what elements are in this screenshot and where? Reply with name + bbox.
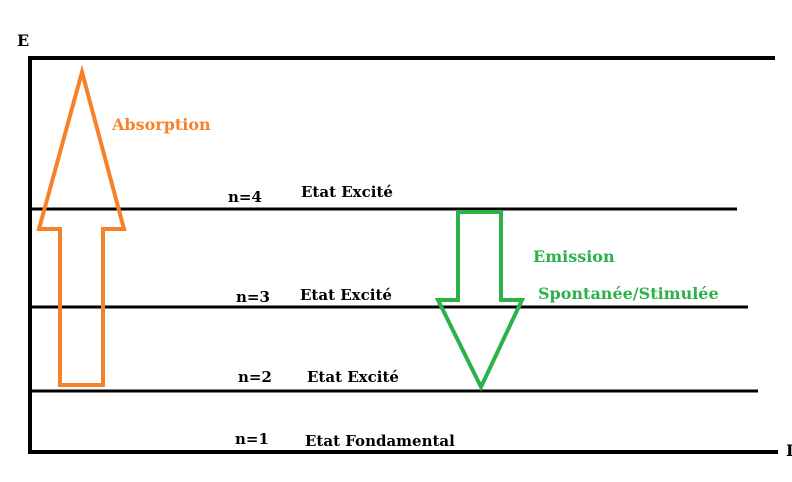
absorption-label: Absorption: [111, 115, 211, 134]
emission-type-label: Spontanée/Stimulée: [538, 284, 719, 303]
level-n4-state: Etat Excité: [301, 183, 393, 201]
level-n1-state: Etat Fondamental: [305, 432, 455, 450]
level-n2-number: n=2: [238, 368, 272, 386]
emission-label: Emission: [533, 247, 615, 266]
level-n3-number: n=3: [236, 288, 270, 306]
x-axis-label: I: [786, 441, 792, 460]
level-n3-state: Etat Excité: [300, 286, 392, 304]
level-n1-number: n=1: [235, 430, 269, 448]
absorption-arrow: [36, 64, 127, 387]
level-n2-state: Etat Excité: [307, 368, 399, 386]
level-n4-number: n=4: [228, 188, 262, 206]
y-axis-label: E: [17, 31, 29, 50]
emission-arrow: [434, 210, 526, 392]
